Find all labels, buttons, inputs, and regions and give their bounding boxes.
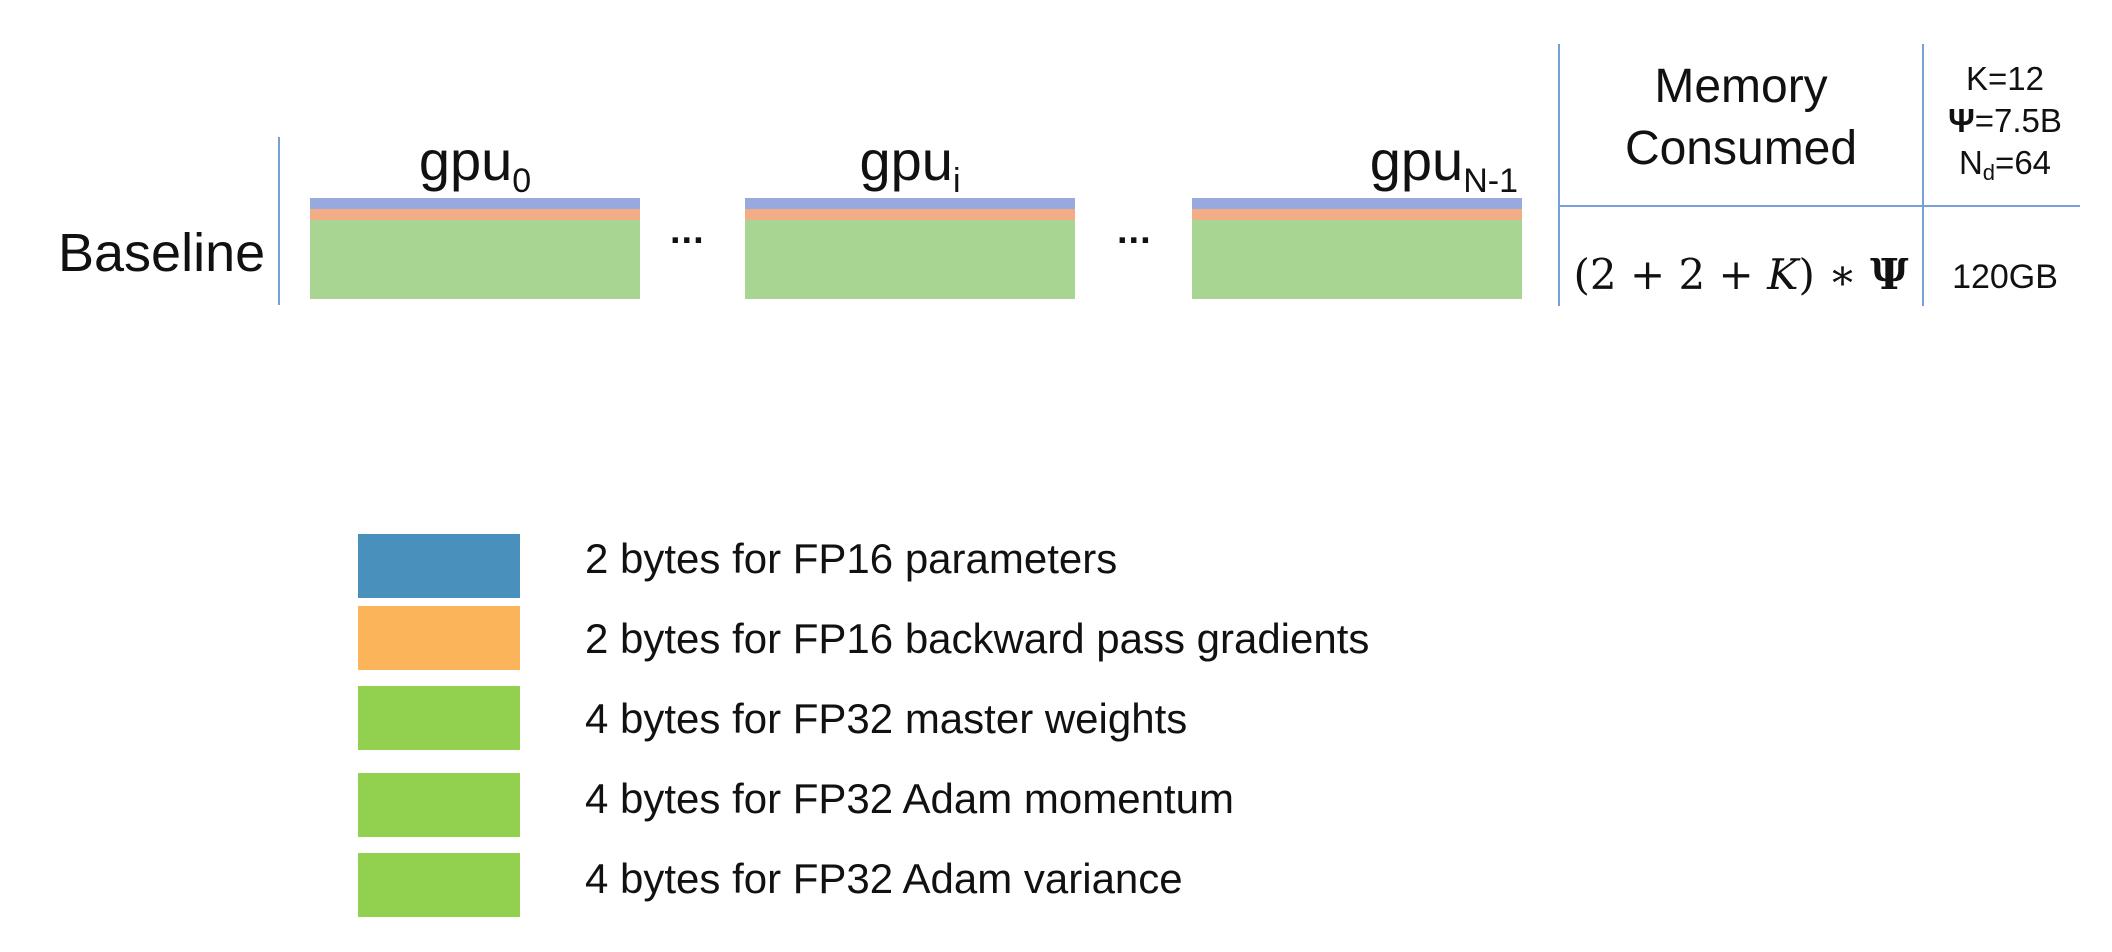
legend-label-fp16-grads: 2 bytes for FP16 backward pass gradients <box>585 615 1370 662</box>
memory-formula: (2 + 2 + K) ∗ Ψ <box>1573 250 1909 299</box>
gpu-ellipsis: ... <box>670 210 705 252</box>
fp16-grads-segment <box>1192 209 1522 220</box>
legend-swatch-fp32-adam-variance <box>358 853 520 917</box>
fp16-params-segment <box>745 198 1075 209</box>
table-header-divider <box>1558 205 2080 207</box>
psi-setting: Ψ=7.5B <box>1948 102 2062 139</box>
fp16-params-segment <box>1192 198 1522 209</box>
legend-label-fp32-adam-variance: 4 bytes for FP32 Adam variance <box>585 855 1183 902</box>
table-left-divider <box>1558 44 1560 306</box>
legend-label-fp32-adam-momentum: 4 bytes for FP32 Adam momentum <box>585 775 1234 822</box>
fp16-params-segment <box>310 198 640 209</box>
gpu-0-label: gpu0 <box>418 129 532 200</box>
row-label-baseline: Baseline <box>58 223 266 283</box>
nd-setting: Nd=64 <box>1958 144 2052 185</box>
memory-consumed-header: Memory Consumed <box>1624 60 1858 175</box>
legend-swatch-fp16-params <box>358 534 520 598</box>
row-label-divider <box>278 137 280 305</box>
gpu-n-1-memory-bar <box>1192 198 1522 299</box>
memory-total: 120GB <box>1952 258 2058 296</box>
fp32-states-segment <box>310 220 640 299</box>
fp16-grads-segment <box>745 209 1075 220</box>
fp16-grads-segment <box>310 209 640 220</box>
legend-swatch-fp32-master-weights <box>358 686 520 750</box>
legend-label-fp32-master-weights: 4 bytes for FP32 master weights <box>585 695 1188 742</box>
k-setting: K=12 <box>1966 60 2044 97</box>
table-middle-divider <box>1922 44 1924 306</box>
gpu-ellipsis: ... <box>1117 210 1152 252</box>
gpu-i-label: gpui <box>859 129 961 200</box>
gpu-n-1-label: gpuN-1 <box>1369 129 1518 200</box>
gpu-i-memory-bar <box>745 198 1075 299</box>
fp32-states-segment <box>1192 220 1522 299</box>
legend-swatch-fp32-adam-momentum <box>358 773 520 837</box>
parameter-settings: K=12 Ψ=7.5B Nd=64 <box>1924 58 2086 194</box>
legend-swatch-fp16-grads <box>358 606 520 670</box>
legend-label-fp16-params: 2 bytes for FP16 parameters <box>585 535 1118 582</box>
fp32-states-segment <box>745 220 1075 299</box>
gpu-0-memory-bar <box>310 198 640 299</box>
